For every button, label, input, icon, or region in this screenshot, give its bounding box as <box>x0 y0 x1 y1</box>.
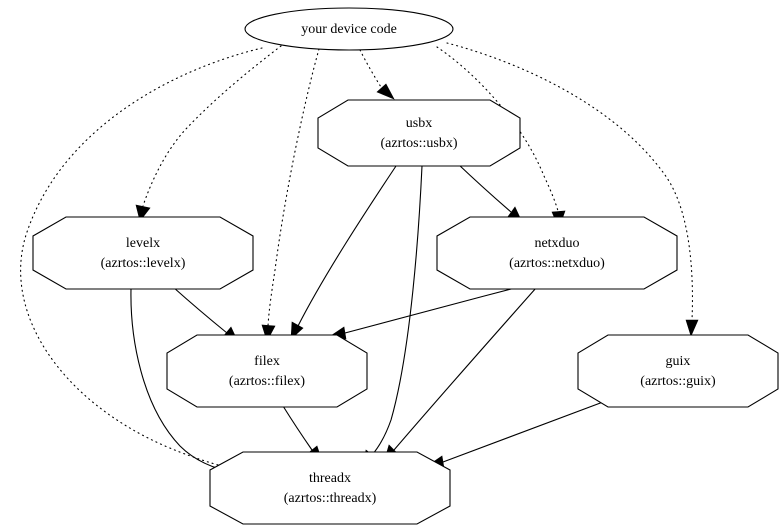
node-label-levelx-package: (azrtos::levelx) <box>101 256 186 271</box>
node-label-netxduo-name: netxduo <box>534 236 579 251</box>
edge-usbx-to-filex <box>290 165 397 340</box>
node-threadx[interactable]: threadx (azrtos::threadx) <box>209 451 451 525</box>
node-guix[interactable]: guix (azrtos::guix) <box>577 334 779 408</box>
edge-path <box>436 46 559 212</box>
edge-device-to-filex <box>261 48 320 342</box>
node-label-netxduo-package: (azrtos::netxduo) <box>509 256 605 271</box>
edge-device-to-levelx <box>135 45 282 222</box>
node-label-threadx-package: (azrtos::threadx) <box>284 491 377 506</box>
edge-path <box>457 163 512 213</box>
node-shape-octagon <box>166 334 368 408</box>
node-shape-octagon <box>32 216 254 290</box>
edge-path <box>371 165 423 456</box>
node-device[interactable]: your device code <box>244 7 454 51</box>
node-label-filex-package: (azrtos::filex) <box>229 374 306 389</box>
arrowhead-icon <box>685 319 699 337</box>
edge-path <box>393 287 537 451</box>
arrowhead-icon <box>261 324 276 342</box>
node-netxduo[interactable]: netxduo (azrtos::netxduo) <box>436 216 678 290</box>
edge-path <box>20 47 263 473</box>
node-levelx[interactable]: levelx (azrtos::levelx) <box>32 216 254 290</box>
edge-path <box>359 49 382 88</box>
edge-path <box>442 398 612 463</box>
edge-path <box>172 286 228 334</box>
node-label-levelx-name: levelx <box>126 236 160 251</box>
node-label-guix-name: guix <box>666 354 691 369</box>
node-label-guix-package: (azrtos::guix) <box>640 374 716 389</box>
edge-device-to-guix <box>446 42 699 337</box>
edge-guix-to-threadx <box>425 398 612 469</box>
arrowhead-icon <box>376 83 395 100</box>
node-label-usbx-name: usbx <box>406 116 432 131</box>
node-shape-ellipse <box>244 7 454 51</box>
node-usbx[interactable]: usbx (azrtos::usbx) <box>317 99 521 167</box>
edge-usbx-to-threadx <box>362 165 423 468</box>
edge-device-to-usbx <box>359 49 395 100</box>
edge-levelx-to-filex <box>172 286 239 343</box>
node-label-usbx-package: (azrtos::usbx) <box>381 136 458 151</box>
edge-netxduo-to-filex <box>328 286 520 340</box>
node-label-threadx-name: threadx <box>309 471 351 486</box>
node-filex[interactable]: filex (azrtos::filex) <box>166 334 368 408</box>
edge-usbx-to-netxduo <box>457 163 523 223</box>
edge-path <box>267 48 320 327</box>
edge-path <box>142 45 282 207</box>
node-shape-octagon <box>436 216 678 290</box>
node-shape-octagon <box>317 99 521 167</box>
edge-path <box>344 286 520 334</box>
node-label-filex-name: filex <box>254 354 280 369</box>
node-label-device: your device code <box>301 22 397 37</box>
edge-path <box>297 165 397 327</box>
node-shape-octagon <box>209 451 451 525</box>
node-shape-octagon <box>577 334 779 408</box>
edge-path <box>282 405 313 451</box>
